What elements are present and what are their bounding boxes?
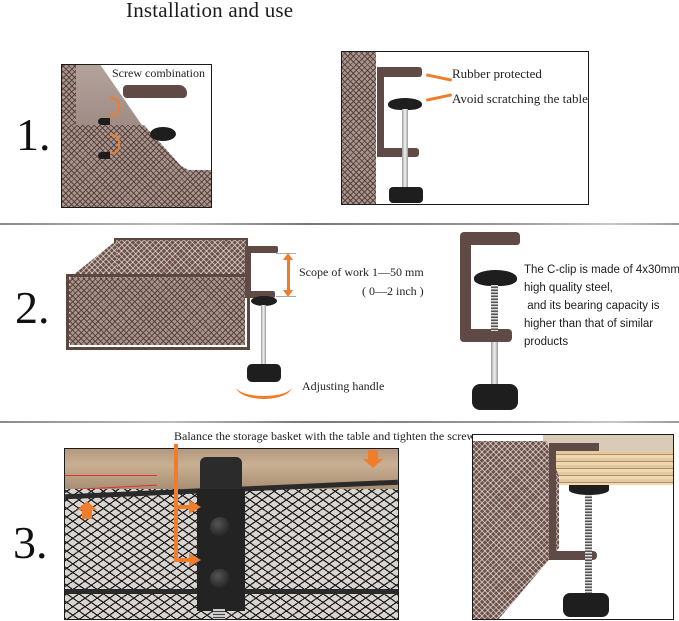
adjusting-handle-label: Adjusting handle — [302, 379, 385, 393]
rubber-protected-panel: Rubber protected Avoid scratching the ta… — [341, 51, 589, 205]
clip-plate — [197, 489, 245, 611]
curved-arrow-icon — [110, 97, 120, 117]
arrow-left-icon — [425, 73, 453, 82]
screw-icon — [98, 118, 110, 125]
level-line — [65, 475, 157, 476]
clamp-pad — [251, 296, 277, 306]
section-divider — [0, 421, 679, 423]
pointer-line-vertical — [174, 444, 178, 562]
step-1-number: 1. — [16, 109, 51, 160]
threaded-rod — [585, 495, 592, 603]
rotate-arrow-icon — [236, 374, 292, 399]
c-clip-bottom-arm — [549, 551, 597, 560]
pointer-line-horizontal — [174, 505, 190, 509]
c-clip-spine — [460, 232, 471, 342]
arrow-up-head — [283, 253, 293, 260]
balance-photo-panel — [64, 448, 399, 620]
clamp-on-table-panel — [472, 434, 674, 620]
arrow-right-icon — [189, 553, 201, 567]
c-clip-bottom-arm — [377, 148, 419, 157]
arrow-right-icon — [189, 500, 201, 514]
scope-inch-label: ( 0—2 inch ) — [362, 284, 424, 298]
clip-hook — [200, 457, 242, 489]
clamp-rod — [491, 342, 498, 387]
screw-head-icon — [210, 569, 230, 589]
c-clip-bottom-arm — [245, 291, 275, 298]
step-3-number: 3. — [13, 517, 48, 568]
threaded-rod — [491, 285, 498, 331]
clamp-pad — [388, 98, 422, 110]
adjusting-knob — [472, 384, 518, 410]
clamp-pad — [474, 270, 517, 286]
c-clip-description: The C-clip is made of 4x30mm high qualit… — [524, 264, 679, 348]
scope-of-work-label: Scope of work 1—50 mm — [299, 265, 424, 279]
arrow-down-icon — [363, 459, 383, 468]
c-clip-top-arm — [377, 67, 422, 77]
basket-mesh — [342, 52, 376, 204]
screw-head-icon — [210, 517, 230, 537]
clamp-pad — [150, 127, 176, 141]
c-clip-bottom-arm — [460, 329, 512, 342]
c-clip-top-arm — [123, 85, 187, 98]
c-clip-top-arm — [245, 246, 278, 253]
arrow-down-stem — [368, 450, 378, 459]
adjusting-knob — [389, 187, 423, 203]
clamp-rod — [402, 109, 408, 191]
table-plywood-edge — [553, 451, 673, 485]
section-divider — [0, 223, 679, 225]
step-2-number: 2. — [15, 282, 50, 333]
basket-side-mesh — [473, 441, 559, 619]
page-title: Installation and use — [126, 0, 294, 22]
adjusting-knob — [563, 593, 609, 617]
pointer-line-horizontal — [174, 558, 190, 562]
arrow-up-stem — [82, 509, 92, 519]
arrow-left-icon — [425, 93, 453, 102]
c-clip-spine — [549, 443, 556, 559]
bottom-screw — [213, 609, 225, 619]
c-clip-illustration — [460, 232, 530, 412]
screw-icon — [98, 152, 110, 159]
arrow-down-head — [283, 290, 293, 297]
curved-arrow-icon — [110, 134, 120, 154]
c-clip-top-arm — [549, 443, 599, 451]
double-arrow-vertical-icon — [287, 258, 290, 292]
rubber-protected-label: Rubber protected — [452, 66, 542, 81]
basket-floor — [70, 278, 245, 345]
basket-rim — [66, 274, 250, 350]
c-clip-spine — [377, 67, 384, 157]
screw-combination-label: Screw combination — [112, 66, 205, 80]
c-clip-top-arm — [460, 232, 520, 245]
basket-illustration — [64, 238, 264, 350]
clamp-pad — [569, 485, 609, 495]
screw-combination-panel: Screw combination — [61, 64, 212, 208]
basket-bottom-mesh — [62, 170, 211, 207]
balance-instruction-label: Balance the storage basket with the tabl… — [174, 429, 480, 443]
clamp-rod — [261, 305, 266, 365]
c-clip-spine — [245, 246, 251, 298]
avoid-scratching-label: Avoid scratching the table — [452, 91, 588, 106]
arrow-up-icon — [77, 501, 97, 510]
